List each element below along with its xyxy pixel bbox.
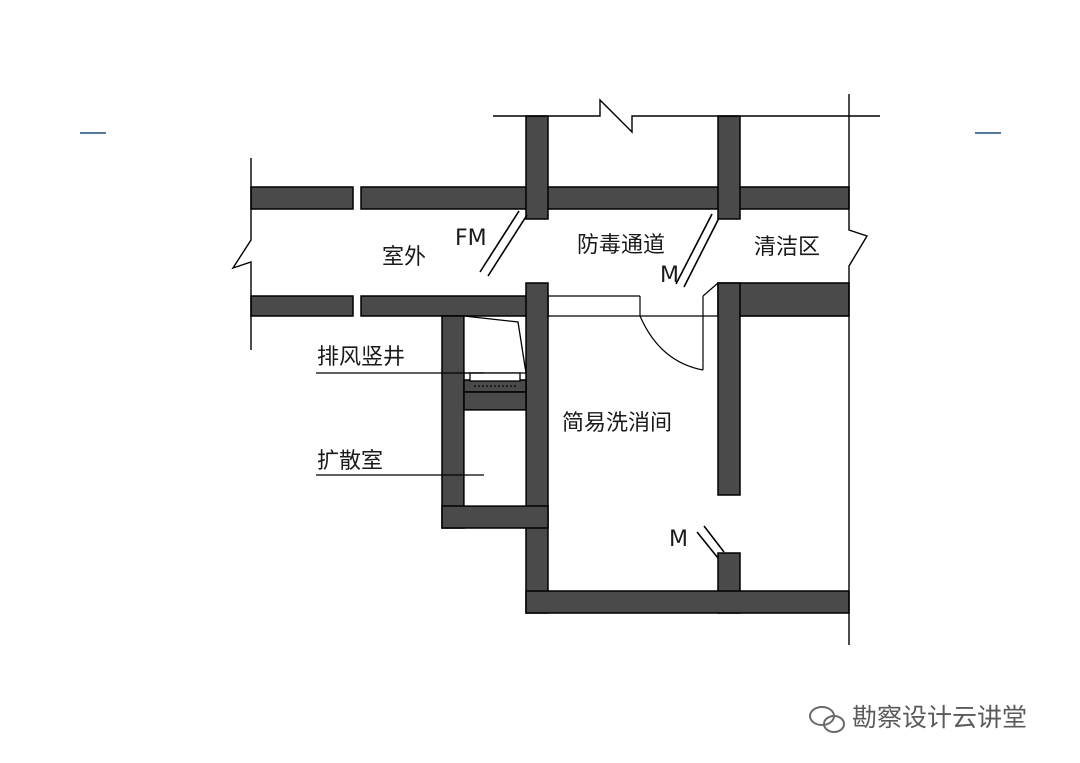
room-label-decon: 简易洗消间: [562, 411, 672, 436]
door-mark-passage: M: [660, 263, 679, 288]
room-label-clean-zone: 清洁区: [754, 235, 820, 260]
callout-leaders: [316, 372, 484, 476]
watermark-text: 勘察设计云讲堂: [852, 703, 1027, 732]
door-mark-outer: FM: [455, 226, 487, 251]
exhaust-fan-symbol: [463, 315, 527, 507]
break-lines: [231, 94, 880, 645]
callout-exhaust-shaft: 排风竖井: [317, 345, 405, 370]
room-outlines: [548, 295, 849, 317]
room-label-outdoor: 室外: [382, 245, 426, 270]
wechat-icon: [809, 706, 845, 733]
door-leaves: [479, 210, 725, 559]
room-label-passage: 防毒通道: [577, 233, 665, 258]
door-mark-decon: M: [669, 527, 688, 552]
callout-diffusion-room: 扩散室: [317, 449, 383, 474]
door-swing-decon: [639, 282, 719, 371]
